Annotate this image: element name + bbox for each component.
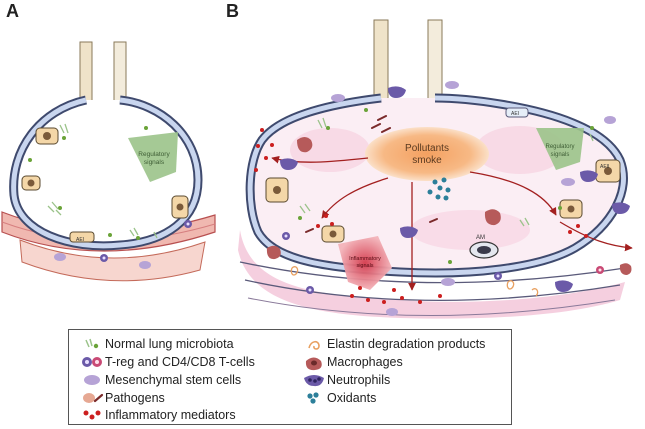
- legend-label-stem-cells: Mesenchymal stem cells: [105, 373, 242, 387]
- panel-a-microbiota-strands: [47, 123, 158, 239]
- legend-label-macrophages: Macrophages: [327, 355, 403, 369]
- am-label: AM: [476, 235, 485, 241]
- legend-label-neutrophils: Neutrophils: [327, 373, 391, 387]
- panel-b-t-cells: [282, 232, 604, 294]
- panel-b-aeii-label: AEII: [600, 164, 609, 170]
- svg-text:Regulatory: Regulatory: [138, 151, 170, 158]
- legend-item-t-cells: T-reg and CD4/CD8 T-cells: [79, 353, 255, 371]
- legend-label-oxidants: Oxidants: [327, 391, 377, 405]
- panel-a-alveolus: Regulatory signals AEI: [1, 41, 216, 282]
- legend-item-stem-cells: Mesenchymal stem cells: [79, 371, 241, 389]
- panel-b-pathogens: [305, 115, 438, 233]
- panel-b-alveolus: Regulatory signals Inflammatory signals …: [238, 19, 633, 319]
- legend-label-mediators: Inflammatory mediators: [105, 408, 236, 422]
- panel-a-alveolar-wall-inner: [11, 97, 201, 249]
- legend-item-oxidants: Oxidants: [301, 389, 376, 407]
- panel-a-regulatory-signals: [128, 132, 178, 182]
- legend-label-microbiota: Normal lung microbiota: [105, 337, 234, 351]
- svg-text:signals: signals: [356, 263, 373, 269]
- panel-a-microbiota: [28, 126, 148, 240]
- panel-b-stem-cells: [331, 81, 616, 316]
- panel-b-interstitium: [238, 230, 625, 319]
- elastin-icon: [301, 335, 327, 353]
- legend-item-mediators: Inflammatory mediators: [79, 406, 236, 424]
- svg-text:signals: signals: [144, 159, 165, 166]
- panel-a-aeii-nucleus: [43, 132, 51, 140]
- panel-b-microbiota: [298, 108, 594, 264]
- panel-b-inflammatory-signals: [338, 236, 392, 290]
- microbiota-icon: [79, 335, 105, 353]
- panel-b-aei-label: AEI: [511, 111, 519, 117]
- panel-b-capillary-lower: [247, 297, 616, 316]
- panel-a-aeii-nucleus-2: [27, 179, 35, 187]
- panel-b-microbiota-strands: [299, 117, 594, 227]
- legend-label-pathogens: Pathogens: [105, 391, 165, 405]
- panel-a-airway-right: [113, 41, 127, 103]
- panel-b-elastin-products: [290, 266, 539, 297]
- stem-cell-icon: [79, 371, 105, 389]
- legend: Normal lung microbiota T-reg and CD4/CD8…: [68, 329, 512, 425]
- panel-b-airway-left: [373, 19, 389, 101]
- svg-text:Regulatory: Regulatory: [545, 144, 574, 150]
- legend-item-macrophages: Macrophages: [301, 353, 403, 371]
- panel-b-inflammatory-mediators: [254, 128, 588, 304]
- macrophage-icon: [301, 353, 327, 371]
- mediator-icon: [79, 406, 105, 424]
- oxidant-icon: [301, 389, 327, 407]
- panel-b-airway-right: [427, 19, 443, 101]
- panel-b-label: B: [226, 1, 239, 21]
- smoke-label: smoke: [412, 155, 442, 166]
- panel-a-airway-left: [79, 41, 93, 103]
- legend-label-elastin: Elastin degradation products: [327, 337, 486, 351]
- panel-a-aei-cell: [69, 231, 95, 243]
- pollutants-label: Pollutants: [405, 143, 449, 154]
- t-cell-icon: [79, 353, 105, 371]
- legend-label-t-cells: T-reg and CD4/CD8 T-cells: [105, 355, 255, 369]
- panel-a-aei-label: AEI: [76, 237, 84, 243]
- pollutants-smoke-cloud: [365, 127, 489, 181]
- svg-text:Inflammatory: Inflammatory: [349, 256, 381, 262]
- panel-b-capillary-upper: [239, 261, 626, 284]
- pathogen-icon: [79, 389, 105, 407]
- panel-b-capillary-mid: [244, 279, 621, 301]
- panel-a-capillary-lower: [19, 239, 206, 282]
- panel-a-label: A: [6, 1, 19, 21]
- panel-b-oxidants: [427, 177, 451, 201]
- legend-item-microbiota: Normal lung microbiota: [79, 335, 234, 353]
- legend-item-neutrophils: Neutrophils: [301, 371, 390, 389]
- legend-item-elastin: Elastin degradation products: [301, 335, 485, 353]
- panel-b-aei-cell: [505, 107, 529, 118]
- panel-a-stem-cell: [54, 253, 66, 261]
- legend-item-pathogens: Pathogens: [79, 389, 165, 407]
- svg-text:signals: signals: [551, 152, 570, 158]
- panel-a-right-nucleus: [176, 203, 184, 211]
- panel-b-macrophages: [266, 137, 632, 275]
- panel-b-neutrophils: [280, 86, 630, 292]
- panel-b-regulatory-signals: [536, 128, 584, 170]
- neutrophil-icon: [301, 371, 327, 389]
